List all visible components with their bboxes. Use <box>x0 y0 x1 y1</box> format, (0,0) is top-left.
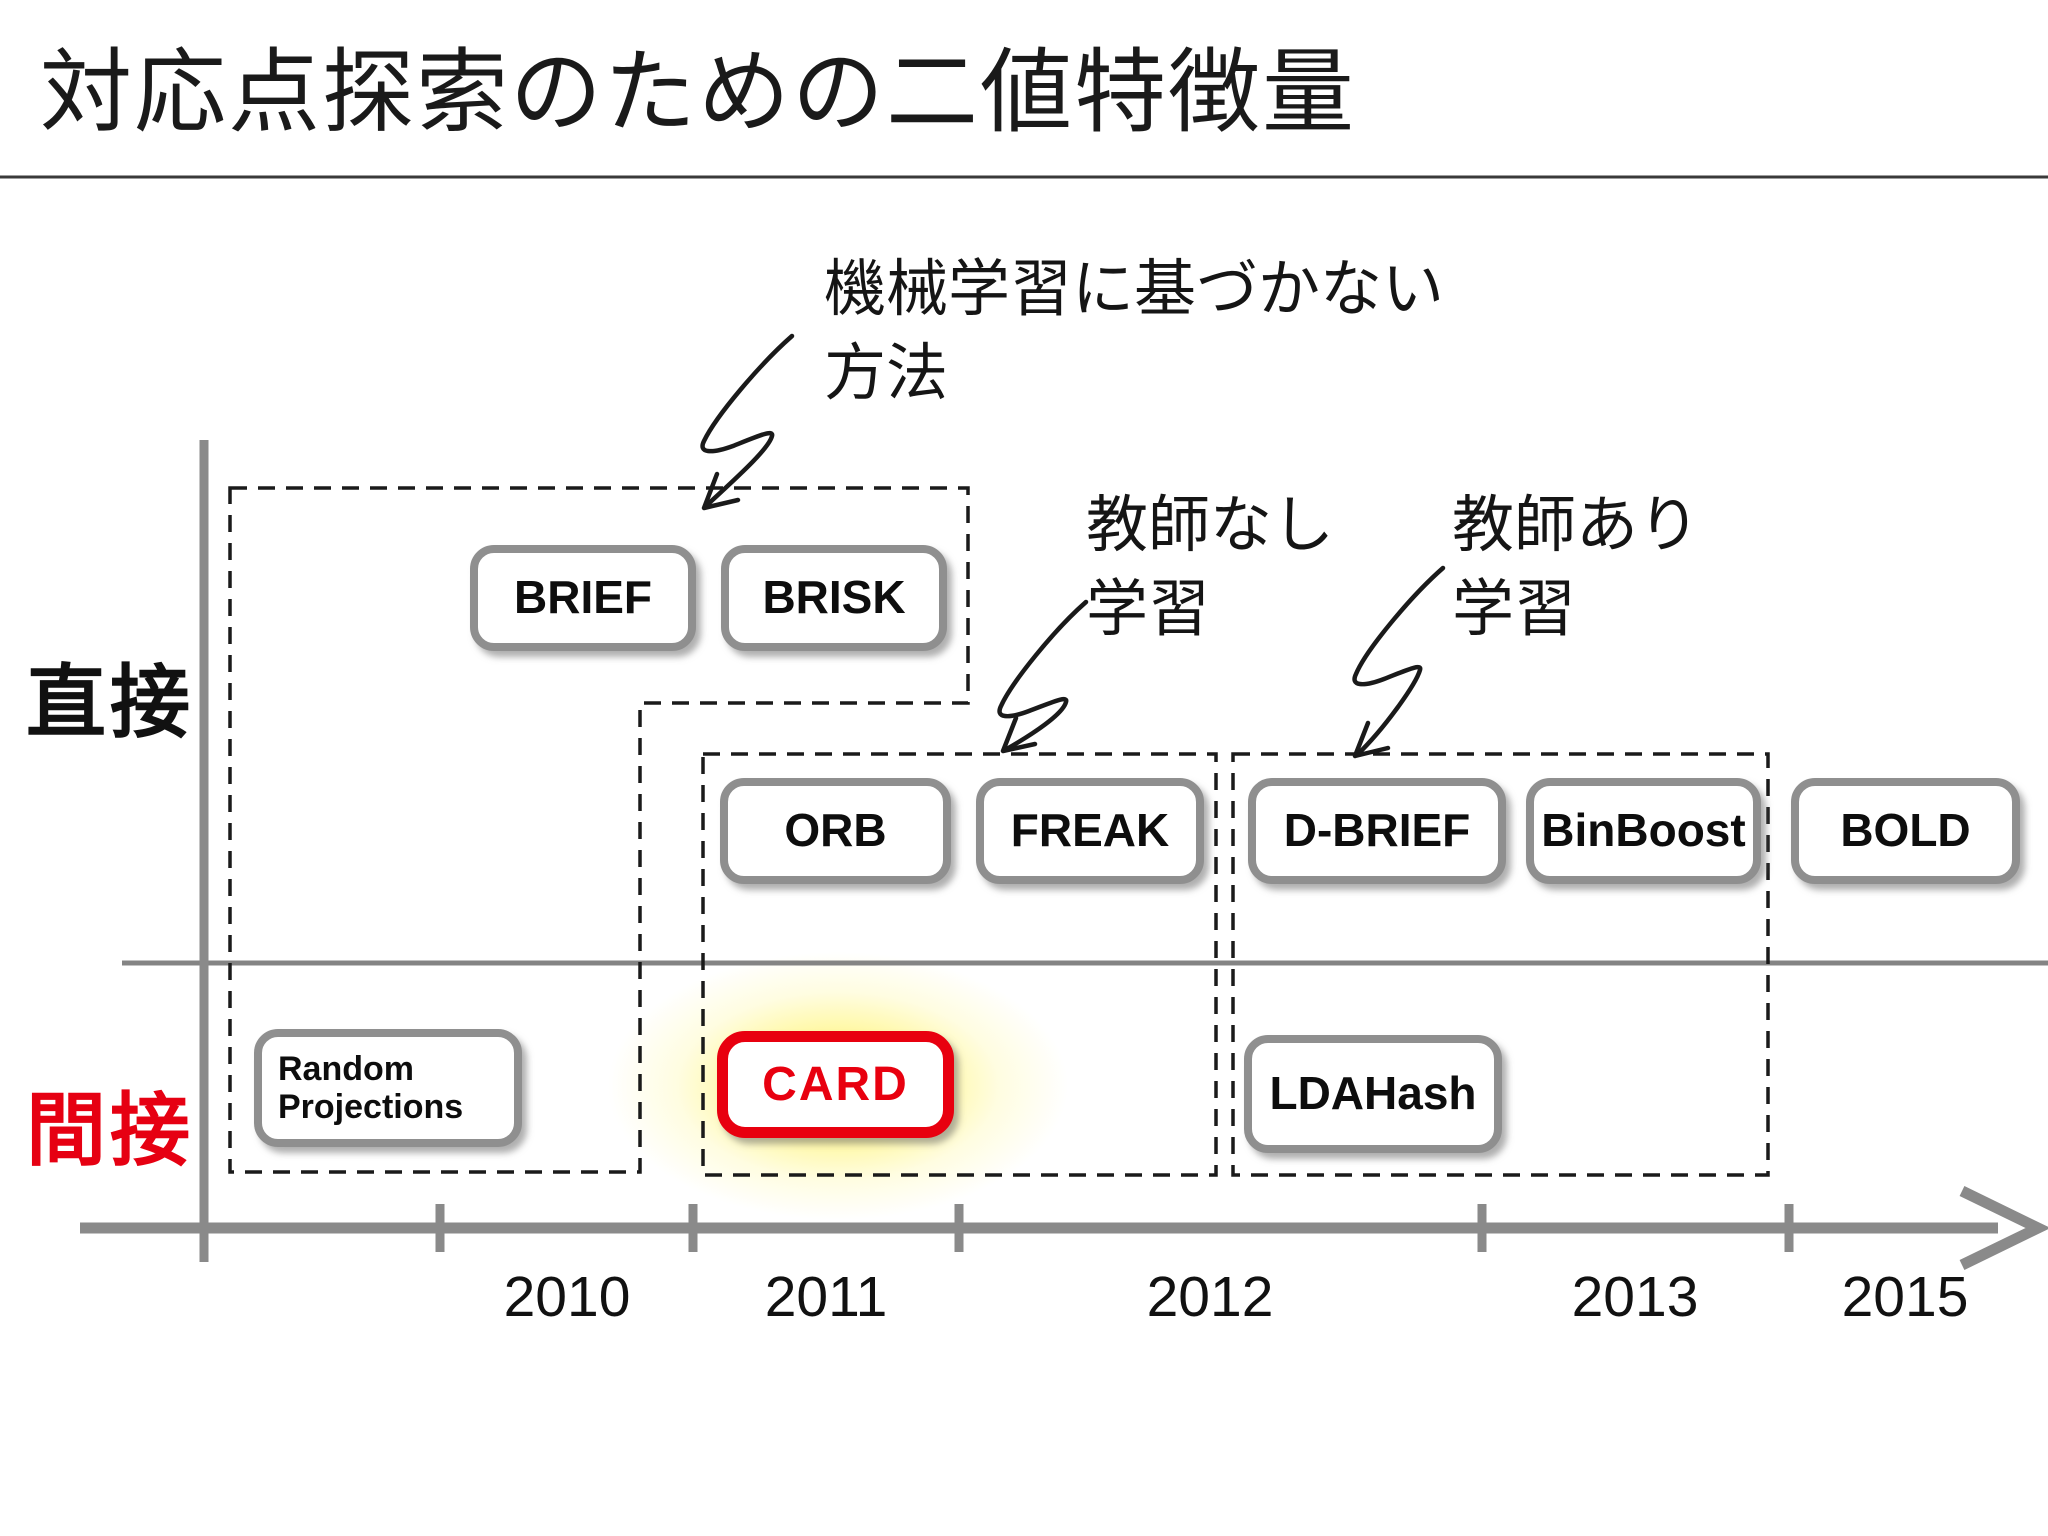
axis-ticks <box>435 1204 1794 1252</box>
annotation-non-ml: 機械学習に基づかない 方法 <box>824 255 1445 409</box>
squiggle-arrow-unsupervised <box>997 599 1089 754</box>
method-box-freak: FREAK <box>976 778 1204 884</box>
method-box-random-projections: Random Projections <box>254 1029 522 1147</box>
method-box-bold: BOLD <box>1791 778 2020 884</box>
squiggle-arrow-non-ml <box>700 333 795 511</box>
group-box-non-ml <box>228 486 970 1174</box>
year-label-2010: 2010 <box>503 1265 631 1329</box>
group-box-unsupervised <box>701 752 1218 1177</box>
method-box-brief: BRIEF <box>470 545 696 651</box>
year-label-2012: 2012 <box>1146 1265 1274 1329</box>
group-box-supervised <box>1231 752 1770 1177</box>
annotation-supervised: 教師あり 学習 <box>1452 491 1701 645</box>
method-box-orb: ORB <box>720 778 951 884</box>
method-box-card: CARD <box>717 1031 954 1138</box>
row-label-indirect: 間接 <box>26 1086 194 1175</box>
method-box-d-brief: D-BRIEF <box>1248 778 1506 884</box>
row-label-direct: 直接 <box>26 658 194 747</box>
squiggle-arrow-supervised <box>1352 565 1446 759</box>
year-label-2013: 2013 <box>1571 1265 1699 1329</box>
year-label-2015: 2015 <box>1841 1265 1969 1329</box>
year-label-2011: 2011 <box>764 1265 888 1329</box>
x-axis-arrowhead <box>1959 1186 2048 1270</box>
page-title: 対応点探索のための二値特徴量 <box>40 42 1357 144</box>
method-box-ldahash: LDAHash <box>1244 1035 1502 1153</box>
annotation-unsupervised: 教師なし 学習 <box>1086 491 1335 645</box>
method-box-brisk: BRISK <box>721 545 947 651</box>
method-box-binboost: BinBoost <box>1526 778 1761 884</box>
